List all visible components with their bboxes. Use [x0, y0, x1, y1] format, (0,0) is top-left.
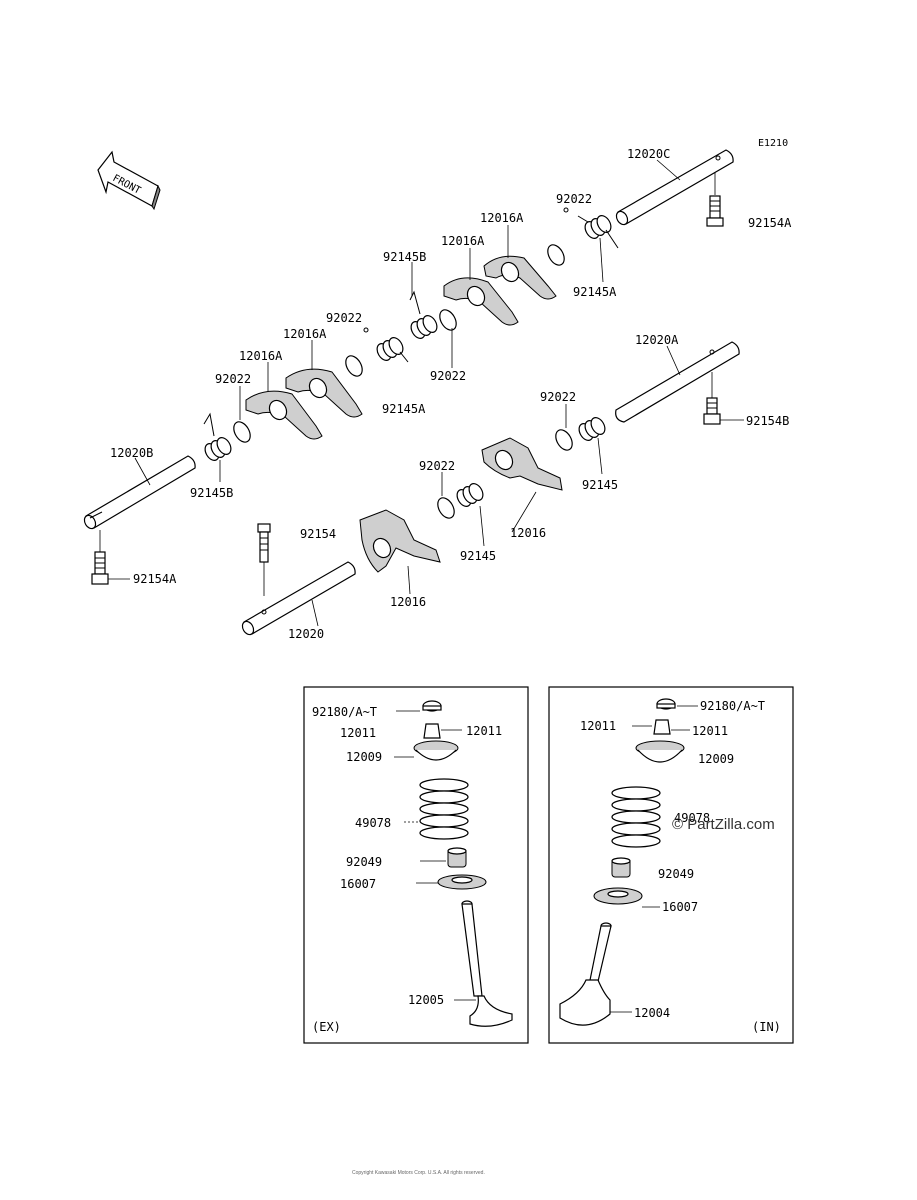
label-12020A: 12020A: [635, 333, 679, 347]
in-label-12009: 12009: [698, 752, 734, 766]
bolt-92154B: [703, 372, 721, 425]
label-92022-right: 92022: [540, 390, 576, 404]
spring-92145B-left: [203, 412, 232, 461]
ex-label-92180: 92180/A~T: [312, 705, 377, 719]
label-12020: 12020: [288, 627, 324, 641]
washer-92022-mid: [439, 309, 457, 331]
in-valve: [559, 922, 612, 1026]
rocker-arm-12016-upper: [481, 437, 563, 491]
label-92145-right: 92145: [582, 478, 618, 492]
in-label-12004: 12004: [634, 1006, 670, 1020]
label-12016-upper: 12016: [510, 526, 546, 540]
copyright: Copyright Kawasaki Motors Corp. U.S.A. A…: [352, 1170, 485, 1176]
washer-92022-right: [555, 429, 573, 451]
label-12016A-4: 12016A: [239, 349, 283, 363]
washer-92022-center: [437, 497, 455, 519]
ex-tag: (EX): [312, 1020, 341, 1034]
label-92145B-mid: 92145B: [383, 250, 426, 264]
watermark: © PartZilla.com: [672, 816, 775, 833]
ex-label-92049: 92049: [346, 855, 382, 869]
label-92145A-top: 92145A: [573, 285, 617, 299]
label-12016A-2: 12016A: [441, 234, 485, 248]
in-tag: (IN): [752, 1020, 781, 1034]
washer-92022-far-left: [233, 421, 251, 443]
ex-label-12011-left: 12011: [340, 726, 376, 740]
label-92145A-mid: 92145A: [382, 402, 426, 416]
ex-label-12009: 12009: [346, 750, 382, 764]
spring-92145A-mid: [376, 337, 409, 363]
rocker-arm-12016A-upper-2: [443, 277, 519, 326]
label-12016A-1: 12016A: [480, 211, 524, 225]
front-arrow-icon: FRONT: [97, 150, 161, 211]
diagram-code: E1210: [758, 138, 788, 149]
ex-label-16007: 16007: [340, 877, 376, 891]
label-92022-top: 92022: [556, 192, 592, 206]
in-label-12011-left: 12011: [580, 719, 616, 733]
label-92145B-left: 92145B: [190, 486, 233, 500]
washer-92022: [547, 244, 565, 266]
bolt-92154A-bottom: [91, 530, 109, 585]
intake-valve-box: 92180/A~T 12011 12011 12009 49078 92049 …: [548, 686, 794, 1044]
exhaust-valve-box: 92180/A~T 12011 12011 12009 49078 92049 …: [303, 686, 529, 1044]
spring-92145B-mid: [409, 290, 438, 339]
label-92154A-top: 92154A: [748, 216, 792, 230]
ex-label-12011-right: 12011: [466, 724, 502, 738]
rocker-shaft-12020C: [615, 149, 734, 226]
rocker-shaft-12020B: [83, 455, 196, 530]
ex-label-12005: 12005: [408, 993, 444, 1007]
in-label-49078: 49078: [674, 811, 710, 825]
label-92154: 92154: [300, 527, 336, 541]
rocker-arm-12016A-lower-2: [245, 390, 323, 440]
rocker-arm-12016-lower: [359, 509, 441, 573]
rocker-shaft-12020: [241, 561, 356, 636]
label-12020B: 12020B: [110, 446, 153, 460]
label-12016-lower: 12016: [390, 595, 426, 609]
in-label-12011-right: 12011: [692, 724, 728, 738]
label-92145-center: 92145: [460, 549, 496, 563]
bolt-92154: [257, 523, 271, 596]
spring-92145-center: [456, 483, 484, 507]
washer-92022-left: [345, 355, 363, 377]
in-label-16007: 16007: [662, 900, 698, 914]
label-92154A-bottom: 92154A: [133, 572, 177, 586]
rocker-arm-12016A-upper-1: [483, 255, 557, 300]
in-label-92180: 92180/A~T: [700, 699, 765, 713]
bolt-92154A-top: [706, 172, 724, 227]
ex-label-49078: 49078: [355, 816, 391, 830]
in-valve-spring: [611, 786, 661, 848]
label-92022-far-left: 92022: [215, 372, 251, 386]
ex-valve-spring: [419, 778, 469, 840]
label-92022-left-mid: 92022: [326, 311, 362, 325]
spring-92145-right: [578, 417, 606, 441]
label-92154B: 92154B: [746, 414, 789, 428]
ex-valve: [461, 900, 513, 1027]
label-12016A-3: 12016A: [283, 327, 327, 341]
rocker-shaft-12020A: [615, 341, 740, 423]
label-12020C: 12020C: [627, 147, 670, 161]
label-92022-mid: 92022: [430, 369, 466, 383]
in-label-92049: 92049: [658, 867, 694, 881]
spring-92145A-top: [577, 215, 619, 249]
label-92022-center: 92022: [419, 459, 455, 473]
